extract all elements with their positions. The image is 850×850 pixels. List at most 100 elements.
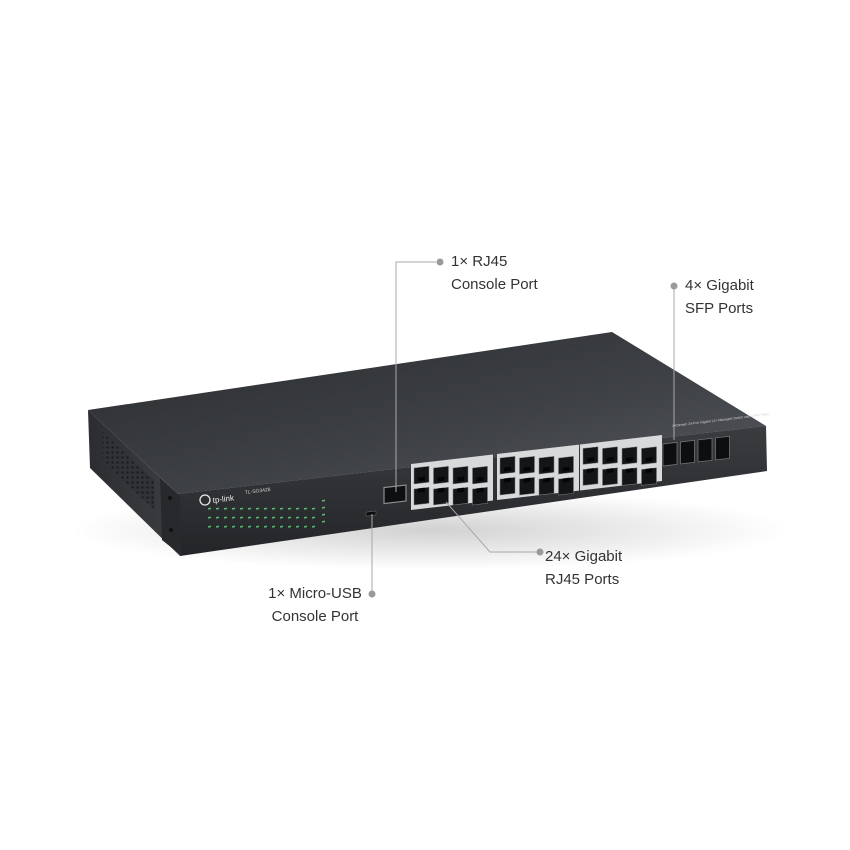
- callout-dot-sfp: [670, 282, 678, 290]
- status-led: [280, 507, 283, 510]
- rack-screw: [168, 496, 172, 500]
- status-led: [264, 525, 267, 528]
- system-led: [322, 520, 325, 523]
- status-led: [208, 516, 211, 519]
- status-led: [208, 525, 211, 528]
- callout-rj45-ports: 24× Gigabit RJ45 Ports: [545, 545, 622, 591]
- rj45-console-port: [383, 484, 407, 505]
- status-led: [240, 516, 243, 519]
- status-led: [224, 516, 227, 519]
- rj45-port-latch: [437, 476, 445, 482]
- rj45-port: [538, 456, 555, 475]
- rj45-port-latch: [606, 468, 614, 473]
- rj45-port-latch: [587, 468, 594, 473]
- rj45-port: [621, 446, 638, 465]
- rj45-port-latch: [645, 468, 653, 473]
- rj45-port: [558, 456, 574, 475]
- rj45-port-latch: [523, 477, 531, 483]
- status-led: [296, 507, 299, 510]
- sfp-port: [680, 439, 695, 465]
- rj45-port-latch: [543, 466, 550, 472]
- rj45-port-latch: [626, 457, 633, 462]
- sfp-port: [697, 437, 713, 463]
- status-led: [216, 507, 219, 510]
- rj45-port-latch: [606, 457, 614, 462]
- rj45-port-latch: [418, 476, 425, 482]
- status-led: [272, 507, 275, 510]
- callout-rj45-console: 1× RJ45 Console Port: [451, 250, 538, 296]
- rack-screw: [169, 528, 173, 532]
- callout-sfp-ports-line1: 4× Gigabit: [685, 277, 754, 294]
- rj45-port-latch: [504, 466, 511, 472]
- status-led-panel: [208, 499, 325, 528]
- callout-sfp-ports-line2: SFP Ports: [685, 300, 754, 317]
- callout-line-rj45-ports: [445, 501, 540, 553]
- rj45-port: [433, 465, 449, 485]
- callout-dot-rj45-ports: [536, 548, 544, 556]
- rj45-port-latch: [645, 457, 653, 462]
- status-led: [280, 516, 283, 519]
- status-led: [240, 507, 243, 510]
- system-led: [322, 506, 325, 509]
- status-led: [264, 516, 267, 519]
- rj45-port: [452, 465, 469, 485]
- rj45-port-latch: [418, 487, 425, 493]
- status-led: [304, 507, 307, 510]
- rj45-port-latch: [587, 457, 594, 462]
- status-led: [288, 516, 291, 519]
- status-led: [216, 516, 219, 519]
- rj45-port: [499, 456, 516, 475]
- rj45-port-latch: [437, 487, 445, 493]
- rj45-port-latch: [457, 487, 464, 493]
- status-led: [296, 516, 299, 519]
- status-led: [248, 525, 251, 528]
- callout-dot-micro-usb: [368, 590, 376, 598]
- rj45-port-latch: [476, 487, 484, 493]
- callout-rj45-ports-line2: RJ45 Ports: [545, 571, 620, 588]
- status-led: [304, 516, 307, 519]
- rj45-port: [582, 446, 599, 465]
- brand-logo: tp-link: [199, 493, 235, 506]
- status-led: [264, 507, 267, 510]
- rj45-port-latch: [523, 466, 531, 472]
- model-label: TL-SG3428: [245, 487, 272, 496]
- side-vent-grille: [102, 432, 155, 510]
- callout-line-rj45-console: [395, 261, 436, 492]
- status-led: [256, 516, 259, 519]
- tp-link-logo-icon: [199, 494, 211, 506]
- system-led: [322, 513, 325, 516]
- status-led: [288, 525, 291, 528]
- switch-top-surface: [88, 332, 766, 494]
- status-led: [216, 525, 219, 528]
- status-led: [256, 525, 259, 528]
- sfp-port: [715, 435, 730, 461]
- status-led: [304, 525, 307, 528]
- status-led: [232, 525, 235, 528]
- status-led: [296, 525, 299, 528]
- rj45-port-latch: [562, 477, 570, 483]
- status-led: [280, 525, 283, 528]
- rj45-port-latch: [543, 477, 550, 483]
- rj45-port-latch: [457, 476, 464, 482]
- callout-rj45-ports-line1: 24× Gigabit: [545, 548, 623, 565]
- callout-micro-usb-console: 1× Micro-USB Console Port: [262, 582, 368, 628]
- status-led: [312, 525, 315, 528]
- status-led: [232, 507, 235, 510]
- status-led: [240, 525, 243, 528]
- rj45-port-latch: [476, 476, 484, 482]
- sfp-port: [662, 441, 678, 467]
- rj45-port: [602, 446, 618, 465]
- status-led: [312, 516, 315, 519]
- status-led: [312, 507, 315, 510]
- callout-sfp-ports: 4× Gigabit SFP Ports: [685, 274, 754, 320]
- status-led: [224, 525, 227, 528]
- status-led: [224, 507, 227, 510]
- callout-micro-usb-line1: 1× Micro-USB: [268, 585, 362, 602]
- status-led: [248, 516, 251, 519]
- callout-micro-usb-line2: Console Port: [271, 608, 359, 625]
- status-led: [272, 525, 275, 528]
- rj45-port: [413, 465, 430, 485]
- system-led: [322, 499, 325, 502]
- rj45-port-latch: [504, 477, 511, 483]
